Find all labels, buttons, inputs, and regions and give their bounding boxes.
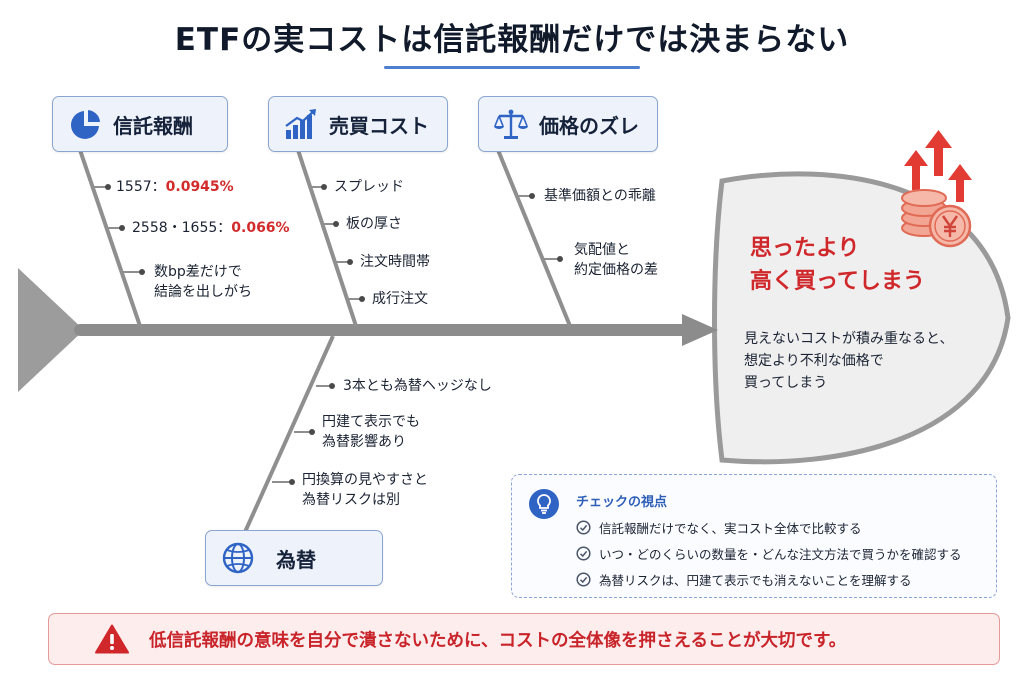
cause-item: 円建て表示でも 為替影響あり [322, 414, 420, 450]
cause-item: 円換算の見やすさと 為替リスクは別 [302, 472, 428, 508]
check-item: 為替リスクは、円建て表示でも消えないことを理解する [576, 570, 912, 589]
category-label: 為替 [276, 547, 316, 572]
check-points-panel: チェックの視点 信託報酬だけでなく、実コスト全体で比較する いつ・どのくらいの数… [511, 474, 997, 598]
category-label: 売買コスト [329, 113, 429, 138]
title-underline [384, 66, 640, 69]
cause-item: 1557：0.0945% [116, 179, 234, 195]
fish-head [712, 171, 1011, 465]
scale-icon [494, 109, 528, 139]
check-circle-icon [576, 520, 591, 535]
cause-item: 注文時間帯 [360, 254, 430, 270]
check-item: いつ・どのくらいの数量を・どんな注文方法で買うかを確認する [576, 544, 962, 563]
bone-trading-cost [296, 149, 358, 327]
coins-yen-rising-icon [901, 130, 972, 248]
sub-dots-trust-fee [105, 184, 145, 275]
check-item: 信託報酬だけでなく、実コスト全体で比較する [576, 518, 862, 537]
check-circle-icon [576, 546, 591, 561]
bar-chart-icon [285, 109, 316, 139]
check-circle-icon [576, 572, 591, 587]
category-trading-cost: 売買コスト [268, 96, 448, 152]
page-title: ETFの実コストは信託報酬だけでは決まらない [174, 22, 850, 58]
sub-bones-trading-cost [310, 186, 360, 300]
cause-item: 板の厚さ [346, 216, 402, 232]
category-label: 価格のズレ [539, 113, 639, 138]
bone-fx [243, 335, 335, 533]
pie-chart-icon [71, 107, 103, 139]
sub-dots-price-gap [529, 193, 563, 262]
alert-message: 低信託報酬の意味を自分で潰さないために、コストの全体像を押さえることが大切です。 [149, 630, 847, 651]
alert-banner: 低信託報酬の意味を自分で潰さないために、コストの全体像を押さえることが大切です。 [48, 613, 1000, 665]
sub-dots-fx [289, 383, 335, 485]
sub-dots-trading-cost [321, 184, 365, 302]
fish-tail [18, 268, 84, 392]
effect-description: 見えないコストが積み重なると、 想定より不利な価格で 買ってしまう [744, 331, 954, 391]
bone-trust-fee [78, 149, 142, 327]
cause-item: 2558・1655：0.066% [132, 220, 290, 236]
check-panel-title: チェックの視点 [576, 495, 668, 510]
cause-item: 基準価額との乖離 [544, 188, 656, 204]
category-price-gap: 価格のズレ [478, 96, 658, 152]
category-label: 信託報酬 [113, 113, 193, 138]
cause-item: 数bp差だけで 結論を出しがち [154, 264, 252, 300]
spine-arrowhead [682, 314, 718, 346]
category-trust-fee: 信託報酬 [52, 96, 228, 152]
globe-icon [222, 542, 254, 574]
category-fx: 為替 [205, 530, 383, 586]
effect-title: 思ったより 高く買ってしまう [750, 236, 925, 294]
sub-bones-trust-fee [93, 186, 140, 273]
sub-bones-fx [272, 385, 330, 483]
lightbulb-icon [529, 489, 559, 519]
cause-item: 3本とも為替ヘッジなし [343, 378, 492, 394]
cause-item: スプレッド [334, 179, 404, 195]
warning-icon [95, 624, 129, 654]
cause-item: 気配値と 約定価格の差 [574, 242, 658, 278]
cause-item: 成行注文 [372, 291, 428, 307]
bone-price-gap [496, 149, 572, 327]
sub-bones-price-gap [516, 195, 558, 260]
